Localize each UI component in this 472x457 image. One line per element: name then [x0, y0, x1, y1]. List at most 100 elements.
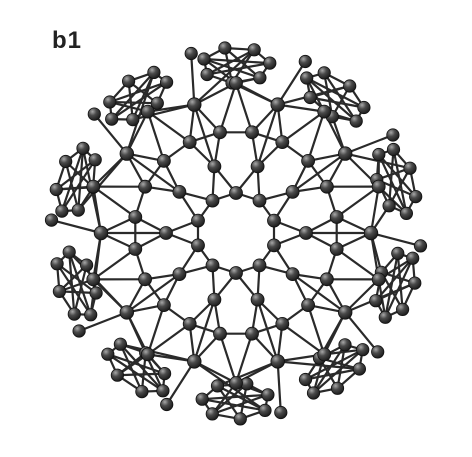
atom [371, 345, 385, 359]
atom [126, 113, 140, 127]
atom [49, 182, 63, 197]
atom [213, 125, 227, 140]
atom [187, 97, 202, 112]
bond [344, 278, 380, 314]
atom [300, 71, 314, 85]
bond [92, 247, 137, 281]
atom [172, 184, 187, 199]
bond [116, 372, 166, 377]
atom [250, 292, 265, 307]
atom [409, 190, 423, 204]
bond [108, 81, 168, 104]
bond [218, 81, 238, 134]
atom [245, 125, 259, 140]
bond [384, 257, 414, 319]
bond [125, 110, 149, 155]
atom [135, 384, 149, 399]
atom [229, 76, 243, 90]
atom [67, 307, 81, 321]
bond [77, 152, 128, 212]
atom [386, 128, 400, 142]
atom [301, 298, 316, 313]
atom [84, 308, 98, 322]
atom [119, 305, 135, 320]
bond [60, 147, 85, 213]
atom [250, 159, 265, 174]
bond [206, 48, 256, 76]
bond [234, 332, 254, 385]
atom [128, 210, 143, 224]
atom [93, 225, 109, 241]
bond [369, 231, 422, 247]
atom [72, 324, 86, 338]
bond [344, 133, 394, 155]
bond [307, 110, 326, 162]
atom [182, 135, 197, 150]
atom [105, 112, 119, 126]
bond [55, 262, 98, 295]
atom [205, 193, 220, 208]
bond [276, 360, 361, 371]
bond [305, 76, 358, 123]
atom [156, 153, 171, 168]
atom [263, 56, 277, 70]
bond [335, 247, 380, 281]
bond [335, 185, 380, 219]
atom [229, 186, 243, 200]
bond [73, 264, 88, 316]
atom [210, 379, 225, 393]
bond [384, 252, 399, 319]
bond [305, 76, 365, 109]
atom [270, 97, 285, 112]
atom [101, 347, 115, 361]
atom [317, 104, 332, 119]
atom-layer [44, 41, 428, 426]
bond [206, 61, 271, 76]
atom [147, 65, 161, 80]
atom [160, 75, 174, 89]
atom [369, 294, 383, 308]
bond [216, 384, 267, 412]
atom [172, 267, 187, 282]
atom [338, 338, 352, 352]
atom [329, 242, 344, 256]
bond [50, 219, 103, 235]
atom [298, 372, 313, 387]
atom [252, 193, 267, 208]
bond [93, 112, 128, 155]
atom [195, 392, 209, 406]
atom [338, 146, 353, 161]
bond [106, 353, 164, 392]
atom [270, 354, 285, 369]
bond [211, 382, 248, 415]
atom [317, 347, 332, 362]
bond [281, 322, 326, 356]
atom [285, 267, 300, 282]
bond [110, 71, 155, 121]
bond [193, 103, 216, 168]
atom [274, 405, 288, 420]
bond [55, 158, 97, 191]
panel-label: b1 [52, 27, 83, 54]
atom [50, 257, 64, 271]
atom [55, 204, 69, 218]
bond [146, 304, 165, 356]
atom [317, 66, 331, 80]
atom [408, 276, 422, 290]
atom [184, 46, 198, 61]
bond [190, 52, 196, 106]
atom [330, 381, 345, 395]
atom [110, 368, 125, 382]
bond [304, 367, 361, 381]
bond [312, 348, 364, 395]
atom [338, 305, 353, 320]
atom [343, 79, 357, 93]
bond [276, 360, 282, 414]
bond [216, 360, 279, 387]
atom [87, 107, 101, 121]
atom [352, 362, 366, 376]
atom [159, 226, 173, 240]
atom [207, 159, 222, 174]
bond [146, 322, 191, 356]
atom [303, 90, 317, 105]
